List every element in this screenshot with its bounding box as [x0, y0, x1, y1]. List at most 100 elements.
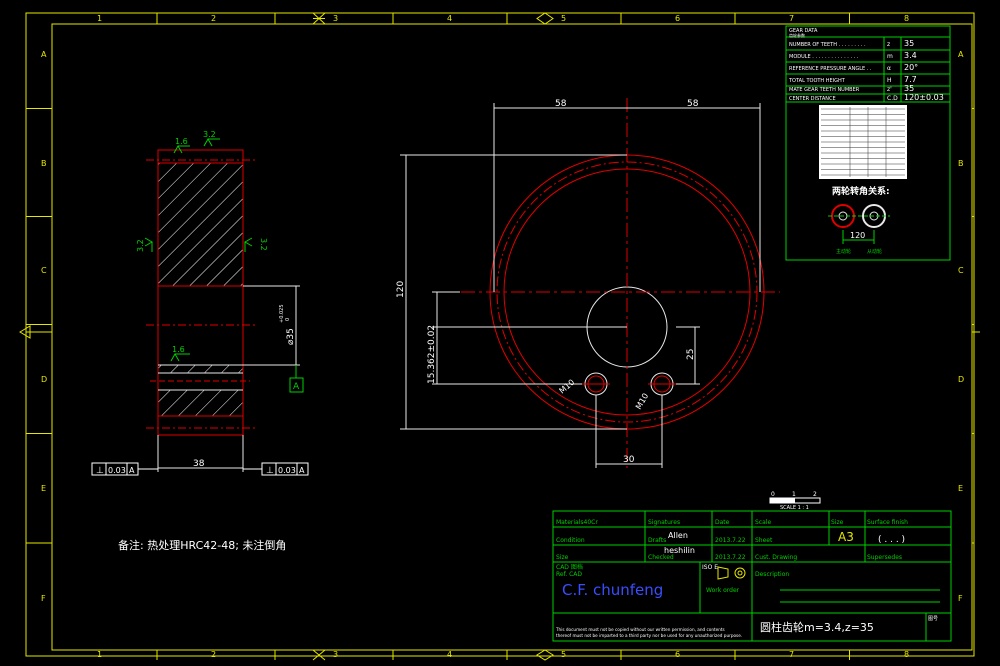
tb-date-label: Date	[715, 519, 730, 526]
datum-label: A	[293, 382, 300, 392]
frame-row-label: C	[958, 266, 964, 275]
tb-cad-sub: Ref. CAD	[556, 571, 582, 578]
tb-material: Materials40Cr	[556, 519, 598, 526]
tb-surface-label: Surface finish	[867, 519, 908, 526]
gear-param-label: REFERENCE PRESSURE ANGLE . .	[789, 66, 872, 72]
frame-col-label: 1	[97, 650, 102, 659]
heat-treatment-note: 备注: 热处理HRC42-48; 未注倒角	[118, 538, 286, 552]
frame-col-label: 6	[675, 650, 680, 659]
frame-row-label: E	[958, 484, 963, 493]
runout-right-symbol: ⊥	[266, 466, 274, 476]
dim-hole-h: 30	[623, 455, 635, 465]
runout-right-datum: A	[299, 466, 305, 475]
gear-param-symbol: α	[887, 65, 891, 72]
tb-company: C.F. chunfeng	[562, 581, 663, 599]
gear-param-label: CENTER DISTANCE	[789, 96, 836, 102]
tb-iso-label: ISO E	[702, 564, 718, 571]
scale-tick-2: 2	[813, 491, 817, 498]
gear-param-value: 7.7	[904, 75, 917, 84]
runout-left-datum: A	[129, 466, 135, 475]
meshing-right-label: 从动轮	[867, 248, 882, 255]
frame-row-label: B	[41, 159, 47, 168]
frame-row-label: A	[958, 50, 964, 59]
tb-checked: Checked	[648, 554, 674, 561]
scale-tick-0: 0	[771, 491, 775, 498]
frame-col-label: 2	[211, 14, 216, 23]
frame-row-label: F	[958, 594, 963, 603]
gear-param-value: 3.4	[904, 51, 917, 60]
gear-param-symbol: H	[887, 77, 892, 84]
tb-surface-value: ( . . . )	[878, 535, 905, 545]
thread-right: M10	[634, 392, 650, 411]
title-block: Materials40Cr Signatures Date Scale Size…	[552, 510, 952, 642]
frame-col-label: 5	[561, 650, 566, 659]
tb-size-label: Size	[831, 519, 844, 526]
scale-tick-1: 1	[792, 491, 796, 498]
frame-col-label: 3	[333, 14, 338, 23]
meshing-left-label: 主动轮	[836, 248, 851, 255]
scale-label: SCALE 1 : 1	[780, 505, 809, 511]
frame-row-label: D	[41, 375, 47, 384]
tb-drafts: Drafts	[648, 537, 666, 544]
dim-center: 15.362±0.02	[427, 325, 437, 384]
meshing-dimension: 120	[850, 231, 865, 240]
roughness-left: 3.2	[136, 239, 145, 252]
tb-disclaimer-2: thereof must not be imparted to a third …	[556, 633, 742, 638]
front-view: 58 58 120 15.362±0.02 25 30 M10 M10	[396, 98, 780, 468]
gear-data-title: GEAR DATA	[789, 28, 818, 34]
tb-sheet: Sheet	[755, 537, 773, 544]
frame-col-label: 7	[789, 650, 794, 659]
dim-height-120: 120	[396, 281, 406, 298]
gear-param-symbol: m	[887, 53, 893, 60]
frame-row-label: D	[958, 375, 964, 384]
tb-disclaimer-1: This document must not be copied without…	[555, 627, 725, 632]
roughness-top-right: 3.2	[203, 130, 216, 139]
roughness-top-left: 1.6	[175, 137, 188, 146]
gear-param-label: MATE GEAR TEETH NUMBER	[789, 87, 860, 93]
tb-part-name: 圆柱齿轮m=3.4,z=35	[760, 620, 874, 634]
bore-tol-lower: 0	[285, 318, 291, 321]
tb-date2: 2013.7.22	[715, 554, 746, 561]
frame-col-label: 1	[97, 14, 102, 23]
frame-col-label: 7	[789, 14, 794, 23]
frame-col-label: 2	[211, 650, 216, 659]
scale-bar: 0 1 2 SCALE 1 : 1	[769, 491, 821, 511]
meshing-relation: 两轮转角关系: 120 主动轮 从动轮	[828, 185, 890, 255]
runout-left-symbol: ⊥	[96, 466, 104, 476]
frame-row-label: C	[41, 266, 47, 275]
frame-col-label: 8	[904, 14, 909, 23]
tb-supersedes: Supersedes	[867, 554, 902, 561]
tb-cad-label: CAD 图档	[556, 563, 583, 571]
dim-right-58: 58	[687, 99, 699, 109]
roughness-bore: 1.6	[172, 345, 185, 354]
roughness-right: 3.2	[259, 238, 268, 251]
width-dimension: 38	[193, 459, 205, 469]
frame-row-label: B	[958, 159, 964, 168]
bore-dimension: ⌀35	[286, 328, 296, 345]
tb-work-order: Work order	[706, 587, 740, 594]
gear-param-value: 35	[904, 84, 914, 93]
tb-cust-drawing: Cust. Drawing	[755, 554, 797, 561]
gear-param-value: 120±0.03	[904, 93, 944, 102]
gear-param-symbol: z	[887, 41, 890, 48]
gear-param-label: MODULE . . . . . . . . . . . . . . .	[789, 54, 859, 60]
projection-symbol-icon	[717, 566, 746, 580]
runout-right-tol: 0.03	[278, 466, 296, 475]
tb-checker: heshilin	[664, 546, 695, 555]
frame-col-label: 3	[333, 650, 338, 659]
tb-scale: Scale	[755, 519, 771, 526]
side-section-view: 1.6 3.2 3.2 3.2 1.6 ⌀35 +0.025 0 A 38 ⊥	[91, 130, 309, 476]
frame-row-label: A	[41, 50, 47, 59]
gear-param-value: 20°	[904, 63, 918, 72]
frame-col-label: 5	[561, 14, 566, 23]
gear-param-value: 35	[904, 39, 914, 48]
frame-col-label: 6	[675, 14, 680, 23]
dim-hole-v: 25	[686, 349, 696, 360]
frame-col-label: 8	[904, 650, 909, 659]
tb-size2: Size	[556, 554, 569, 561]
tb-signatures: Signatures	[648, 519, 680, 526]
tb-drafter: Allen	[668, 531, 688, 540]
gear-data-title-cn: 齿轮参数	[789, 32, 805, 38]
